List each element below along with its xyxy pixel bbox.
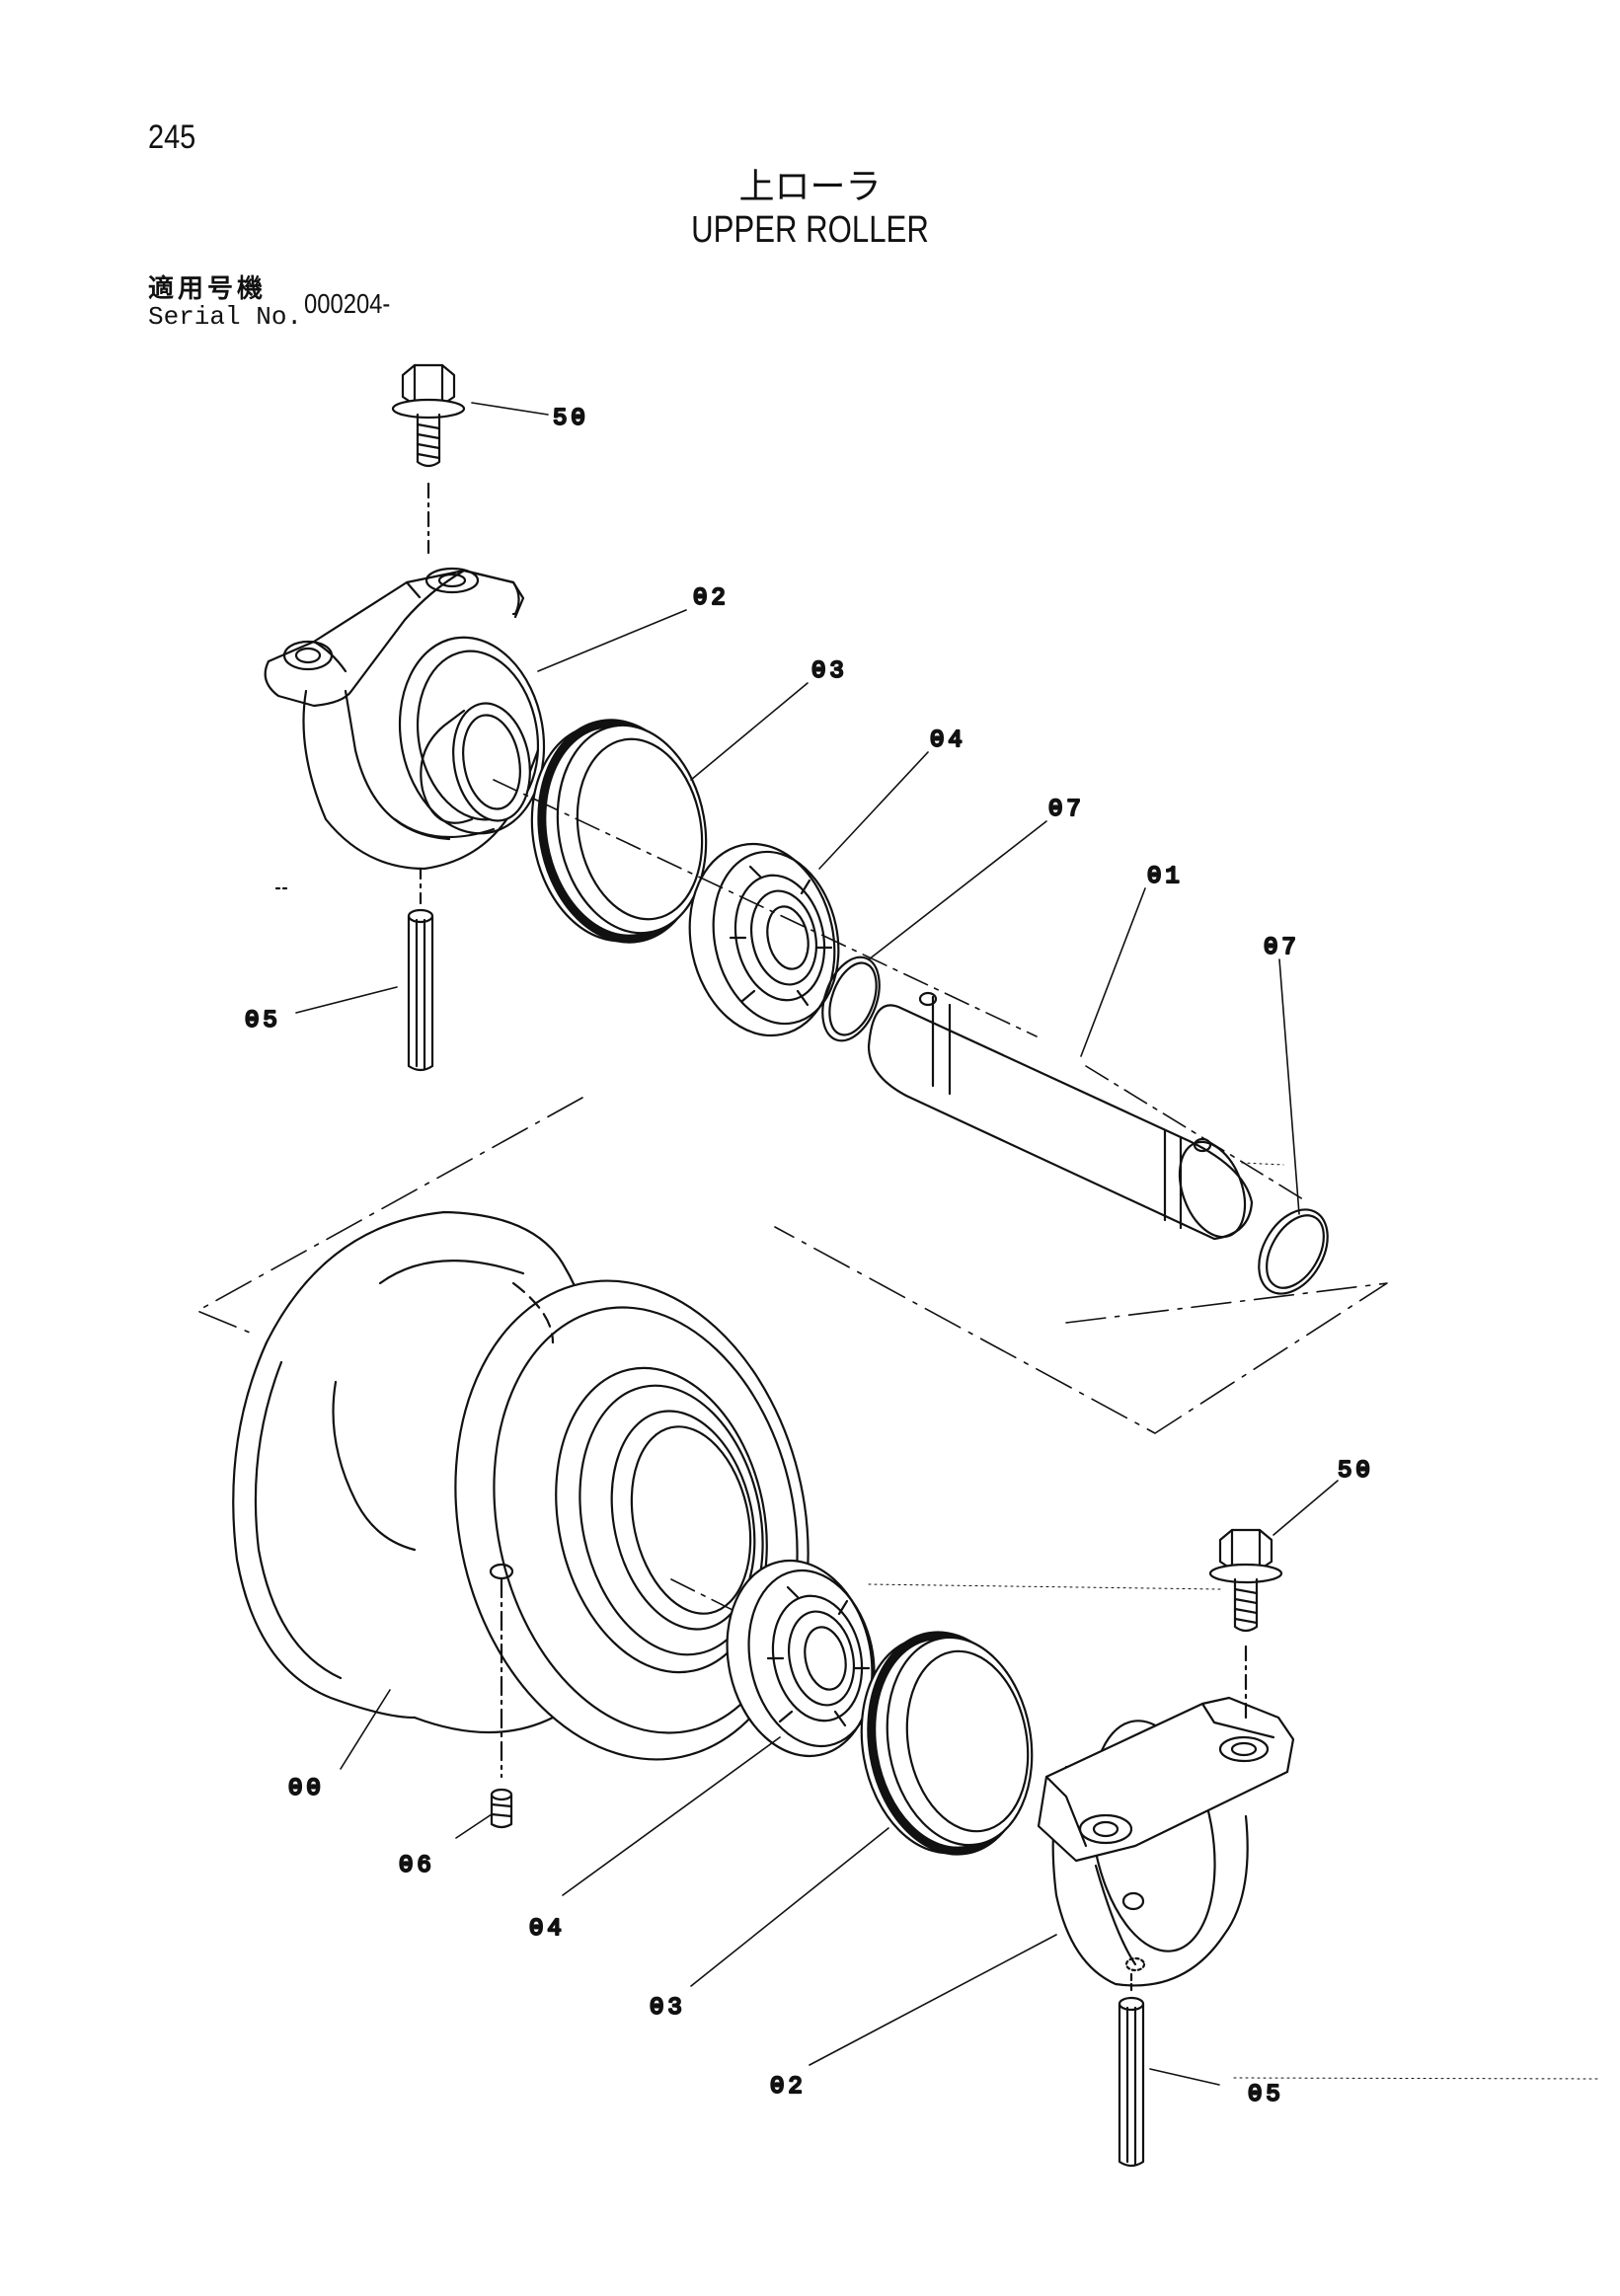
serial-label-japanese: 適用号機 [148, 274, 268, 304]
title-japanese: 上ローラ [738, 167, 882, 207]
callout-05-top: 05 [245, 1008, 281, 1034]
callout-01-shaft: 01 [1147, 864, 1184, 890]
callout-50-top: 50 [553, 406, 589, 432]
spring-pin-top [407, 908, 434, 1072]
callout-02-top: 02 [693, 585, 730, 612]
callout-03-bottom: 03 [650, 1995, 686, 2022]
flange-bolt-bottom [1208, 1528, 1283, 1633]
bushing-top [420, 702, 531, 824]
spring-pin-bottom [1118, 1996, 1145, 2168]
floating-seal-bottom [860, 1631, 1034, 1856]
serial-label-english: Serial No. [148, 302, 303, 332]
bearing-top [688, 842, 840, 1037]
callout-07-right: 07 [1264, 935, 1300, 961]
flange-bolt-top [391, 363, 466, 468]
callout-05-bottom: 05 [1248, 2082, 1284, 2108]
floating-seal-top [530, 719, 708, 944]
callout-00-roller: 00 [288, 1776, 325, 1802]
bracket-top [264, 567, 546, 890]
page-number: 245 [148, 118, 196, 156]
serial-number-value: 000204- [304, 288, 391, 319]
callout-06-plug: 06 [399, 1853, 435, 1879]
plug [490, 1788, 513, 1829]
callout-07-top: 07 [1048, 797, 1085, 823]
bracket-bottom [1037, 1696, 1295, 1987]
title-english: UPPER ROLLER [691, 209, 929, 251]
o-ring-top [821, 956, 881, 1042]
callout-50-bottom: 50 [1338, 1458, 1374, 1485]
callout-02-bottom: 02 [770, 2074, 807, 2101]
shaft [867, 991, 1254, 1241]
callout-04-bottom: 04 [529, 1916, 566, 1943]
callout-04-top: 04 [930, 727, 966, 754]
roller-body [232, 1210, 810, 1761]
leader-lines [295, 402, 1339, 2086]
callout-03-top: 03 [811, 658, 848, 685]
o-ring-right [1258, 1208, 1329, 1295]
bearing-bottom [726, 1559, 876, 1758]
